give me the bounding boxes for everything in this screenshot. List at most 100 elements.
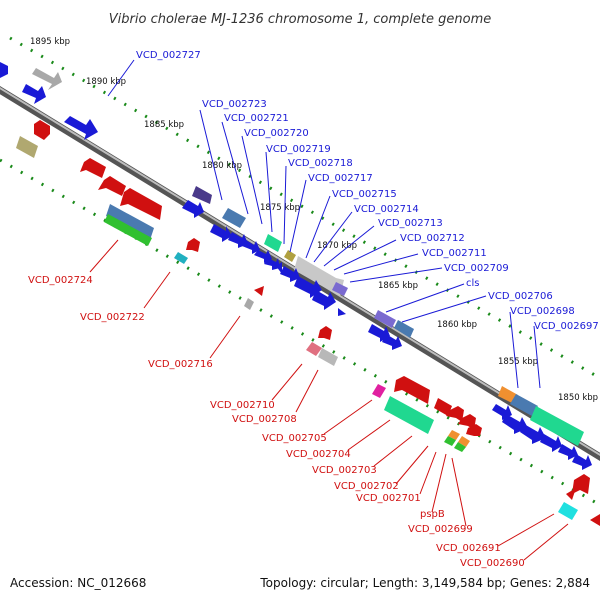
kbp-tick: 1880 kbp <box>202 161 242 171</box>
gene-arrow[interactable] <box>242 240 260 254</box>
gene-arrow[interactable] <box>228 232 248 248</box>
gene-label[interactable]: VCD_002723 <box>202 99 267 110</box>
gene-arrow[interactable] <box>558 502 578 520</box>
kbp-tick: 1895 kbp <box>30 37 70 47</box>
gene-arrow[interactable] <box>446 406 464 422</box>
gene-arrow[interactable] <box>192 186 212 204</box>
gene-label[interactable]: pspB <box>420 509 445 520</box>
gene-arrow[interactable] <box>0 62 8 78</box>
gene-label[interactable]: VCD_002708 <box>232 414 297 425</box>
kbp-tick: 1860 kbp <box>437 320 477 330</box>
gene-label[interactable]: VCD_002719 <box>266 144 331 155</box>
gene-arrow[interactable] <box>182 200 204 218</box>
kbp-tick: 1850 kbp <box>558 393 598 403</box>
gene-label[interactable]: cls <box>466 278 480 289</box>
gene-arrow[interactable] <box>558 444 578 460</box>
gene-arrow[interactable] <box>264 258 280 270</box>
gene-label[interactable]: VCD_002690 <box>460 558 525 569</box>
gene-arrow[interactable] <box>98 176 126 196</box>
gene-label[interactable]: VCD_002718 <box>288 158 353 169</box>
gene-label[interactable]: VCD_002720 <box>244 128 309 139</box>
gene-arrow[interactable] <box>106 204 154 240</box>
gene-label[interactable]: VCD_002697 <box>534 321 599 332</box>
gene-label[interactable]: VCD_002698 <box>510 306 575 317</box>
gene-label[interactable]: VCD_002716 <box>148 359 213 370</box>
gene-arrow[interactable] <box>590 514 600 526</box>
gene-arrow[interactable] <box>540 434 562 452</box>
gene-arrow[interactable] <box>254 286 264 296</box>
accession-text: Accession: NC_012668 <box>10 576 146 590</box>
gene-label[interactable]: VCD_002711 <box>422 248 487 259</box>
gene-arrow[interactable] <box>572 474 590 494</box>
gene-arrow[interactable] <box>372 384 386 398</box>
reverse-gene-labels: VCD_002724 VCD_002722 VCD_002716 VCD_002… <box>28 275 525 569</box>
gene-arrow[interactable] <box>382 334 402 350</box>
forward-leaders <box>107 59 541 389</box>
gene-arrow[interactable] <box>120 188 162 220</box>
gene-arrow[interactable] <box>222 208 246 228</box>
gene-arrow[interactable] <box>64 116 98 140</box>
gene-label[interactable]: VCD_002704 <box>286 449 351 460</box>
kbp-tick: 1890 kbp <box>86 77 126 87</box>
gene-arrow[interactable] <box>566 488 576 500</box>
gene-arrow[interactable] <box>444 436 456 446</box>
gene-arrow[interactable] <box>312 290 336 310</box>
gene-arrow[interactable] <box>174 252 188 264</box>
kbp-ticks: 1895 kbp 1890 kbp 1885 kbp 1880 kbp 1875… <box>30 37 598 403</box>
gene-arrow[interactable] <box>34 120 50 140</box>
gene-arrow[interactable] <box>466 424 482 436</box>
gene-label[interactable]: VCD_002709 <box>444 263 509 274</box>
gene-label[interactable]: VCD_002712 <box>400 233 465 244</box>
gene-label[interactable]: VCD_002717 <box>308 173 373 184</box>
gene-arrow[interactable] <box>394 320 414 338</box>
gene-arrow[interactable] <box>374 310 396 328</box>
gene-arrow[interactable] <box>264 234 282 252</box>
gene-arrow[interactable] <box>276 262 282 274</box>
gene-arrow[interactable] <box>32 68 62 90</box>
gene-arrow[interactable] <box>284 250 296 262</box>
gene-arrow[interactable] <box>530 406 584 446</box>
gene-arrow[interactable] <box>458 414 476 430</box>
reverse-leaders <box>89 239 569 561</box>
gene-arrow[interactable] <box>332 282 348 296</box>
gene-arrow[interactable] <box>294 256 344 296</box>
gene-label[interactable]: VCD_002702 <box>334 481 399 492</box>
gene-arrow[interactable] <box>520 424 546 444</box>
gene-arrow[interactable] <box>458 436 470 447</box>
gene-label[interactable]: VCD_002691 <box>436 543 501 554</box>
gene-label[interactable]: VCD_002705 <box>262 433 327 444</box>
gene-label[interactable]: VCD_002703 <box>312 465 377 476</box>
gene-arrow[interactable] <box>572 454 592 470</box>
gene-label[interactable]: VCD_002710 <box>210 400 275 411</box>
gene-arrow[interactable] <box>280 266 300 282</box>
gene-arrow[interactable] <box>384 396 434 434</box>
gene-arrow[interactable] <box>104 214 152 246</box>
gene-label[interactable]: VCD_002713 <box>378 218 443 229</box>
gene-label[interactable]: VCD_002721 <box>224 113 289 124</box>
gene-arrow[interactable] <box>16 136 38 158</box>
gene-label[interactable]: VCD_002727 <box>136 50 201 61</box>
gene-arrow[interactable] <box>434 398 452 416</box>
gene-arrow[interactable] <box>244 298 254 310</box>
genome-backbone <box>0 86 600 461</box>
gene-label[interactable]: VCD_002714 <box>354 204 419 215</box>
gene-arrow[interactable] <box>338 308 346 316</box>
gene-label[interactable]: VCD_002706 <box>488 291 553 302</box>
gene-arrow[interactable] <box>454 442 466 452</box>
gene-arrow[interactable] <box>318 348 338 366</box>
kbp-tick: 1870 kbp <box>317 241 357 251</box>
gene-label[interactable]: VCD_002722 <box>80 312 145 323</box>
gene-arrow[interactable] <box>80 158 106 178</box>
gene-arrow[interactable] <box>510 394 538 416</box>
gene-label[interactable]: VCD_002699 <box>408 524 473 535</box>
genome-summary-text: Topology: circular; Length: 3,149,584 bp… <box>259 576 590 590</box>
gene-arrow[interactable] <box>210 224 232 242</box>
gene-arrow[interactable] <box>22 84 46 104</box>
gene-label[interactable]: VCD_002701 <box>356 493 421 504</box>
gene-label[interactable]: VCD_002724 <box>28 275 93 286</box>
gene-arrow[interactable] <box>306 342 322 356</box>
gene-arrow[interactable] <box>186 238 200 252</box>
gene-arrow[interactable] <box>394 376 430 404</box>
gene-label[interactable]: VCD_002715 <box>332 189 397 200</box>
gene-arrow[interactable] <box>318 326 332 340</box>
